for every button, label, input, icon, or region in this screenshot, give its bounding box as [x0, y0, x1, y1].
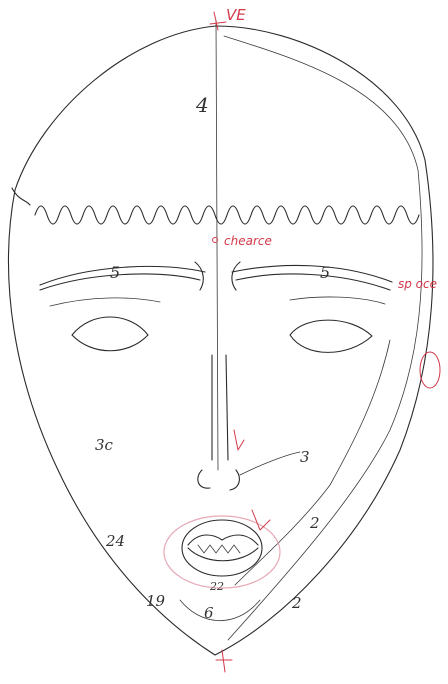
hairline-wave: [12, 188, 419, 224]
label-chin-lower: 19: [146, 592, 166, 610]
label-cheek: 3c: [95, 436, 114, 454]
label-forehead: 4: [195, 93, 209, 117]
right-contour-line: [224, 36, 422, 640]
label-side-point: sp oce: [398, 277, 437, 291]
label-brow-left: 5: [110, 263, 120, 282]
upper-lip: [188, 535, 258, 545]
lower-lip: [188, 548, 258, 561]
label-mouth-side: 2: [309, 514, 320, 532]
label-jaw-right: 2: [291, 594, 302, 612]
label-nasolabial: 3: [300, 448, 310, 466]
red-tick-mark-1: [234, 430, 244, 450]
right-eyebrow: [232, 262, 392, 290]
label-chin-left: 24: [105, 532, 125, 550]
left-eye: [72, 317, 148, 351]
left-eyebrow: [40, 262, 205, 290]
label-mouth-center: 22: [209, 580, 224, 593]
teeth: [198, 545, 240, 553]
label-vertex: VE: [226, 6, 246, 24]
label-nasion: chearce: [224, 234, 272, 248]
red-tick-mark-2: [252, 510, 270, 530]
label-brow-right: 5: [320, 263, 330, 282]
nasolabial-line: [240, 452, 300, 475]
right-brow-underline: [290, 297, 385, 304]
facial-midline: [216, 20, 218, 470]
label-chin-center: 6: [204, 604, 214, 622]
left-brow-underline: [50, 298, 160, 306]
vertex-mark: [210, 12, 226, 30]
right-eye: [290, 320, 372, 352]
mouth-outer: [182, 520, 262, 576]
nose: [198, 355, 240, 490]
